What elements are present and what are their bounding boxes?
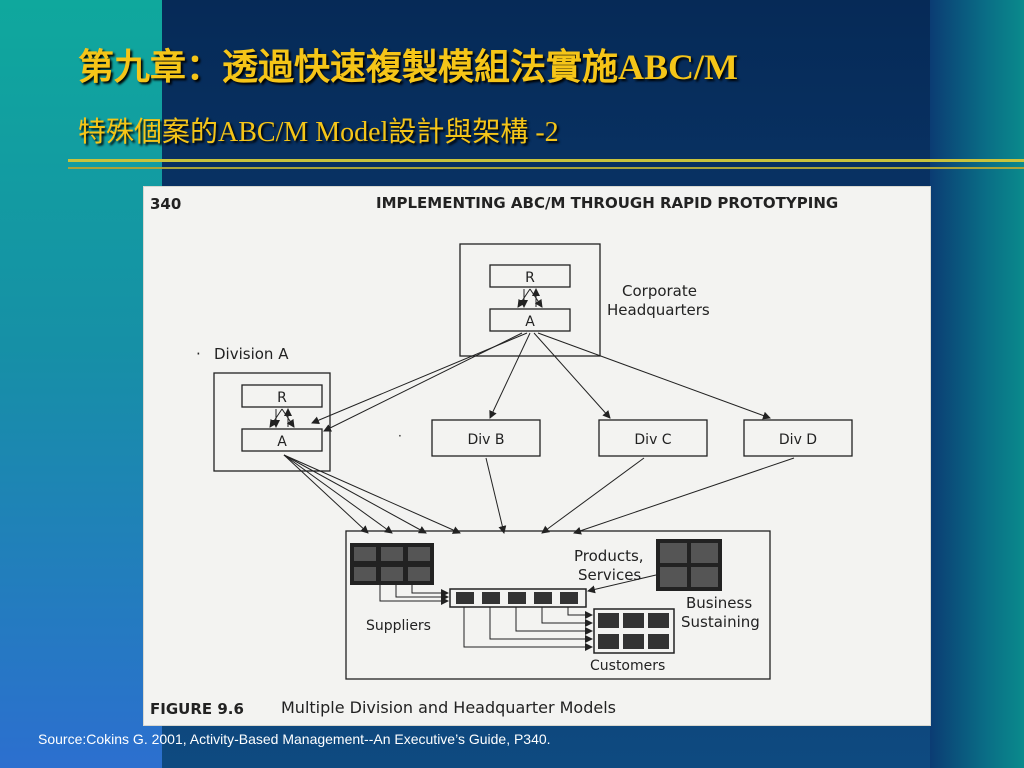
figure-caption-label: FIGURE 9.6 [150,700,244,718]
diva-to-bottom-arrow-4 [283,454,461,534]
suppliers-to-strip-arrow-3 [411,585,449,597]
products-label-line1: Products, [574,547,644,565]
figure-caption-text: Multiple Division and Headquarter Models [281,698,616,717]
corporate-a-box [489,308,571,332]
suppliers-to-strip-arrow-1 [379,585,449,605]
division-a-a-box [241,428,323,452]
slide-subtitle: 特殊個案的ABC/M Model設計與架構 -2 [78,117,559,148]
page-number: 340 [150,195,181,213]
corporate-r-box [489,264,571,288]
slide-title: 第九章：透過快速複製模組法實施ABC/M [78,47,738,87]
figure-scan: 340 IMPLEMENTING ABC/M THROUGH RAPID PRO… [143,186,931,726]
business-label-line1: Business [686,594,752,612]
division-a-bullet: · [196,345,201,363]
diva-cross-arrow-2 [281,408,295,428]
diva-to-bottom-arrow-3 [283,454,427,534]
activity-strip [449,588,587,608]
div-b-box [431,419,541,457]
strip-to-customers-arrow-2 [489,607,593,643]
divd-to-bottom-arrow [573,457,795,535]
division-a-box [213,372,331,472]
div-d-label: Div D [779,432,817,448]
div-d-box [743,419,853,457]
division-a-label: Division A [214,345,289,363]
div-c-label: Div C [634,432,671,448]
diva-to-bottom-arrow-2 [283,454,393,534]
corporate-r-label: R [525,270,535,286]
suppliers-block [350,543,434,585]
figure-header: IMPLEMENTING ABC/M THROUGH RAPID PROTOTY… [376,194,838,212]
strip-to-customers-arrow-1 [463,607,593,651]
divb-to-bottom-arrow [485,457,507,534]
business-label-line2: Sustaining [681,613,760,631]
products-to-strip-arrow [587,574,657,594]
suppliers-to-strip-arrow-2 [395,585,449,601]
diva-cross-arrow-1 [269,408,283,428]
title-rule-top [68,159,1024,162]
corp-cross-arrow-2 [529,288,543,308]
corporate-hq-box [459,243,601,357]
customers-block [593,608,675,654]
right-decorative-band [930,0,1024,768]
div-c-box [598,419,708,457]
div-b-label: Div B [467,432,504,448]
division-a-r-label: R [277,390,287,406]
products-label-line2: Services [578,566,641,584]
shared-objects-box [345,530,771,680]
hq-to-divb-arrow [489,332,531,419]
corporate-label-line1: Corporate [622,282,697,300]
diva-to-bottom-arrow-1 [283,454,369,534]
hq-to-divc-arrow [533,332,611,419]
left-decorative-band [0,0,162,768]
strip-to-customers-arrow-3 [515,607,593,635]
hq-to-diva-arrow-2 [323,332,523,432]
source-citation: Source:Cokins G. 2001, Activity-Based Ma… [38,731,551,747]
division-a-r-box [241,384,323,408]
divc-to-bottom-arrow [541,457,645,534]
stray-mark: · [398,429,402,443]
corporate-label-line2: Headquarters [607,301,710,319]
hq-to-divd-arrow [537,332,771,420]
strip-to-customers-arrow-4 [541,607,593,627]
strip-to-customers-arrow-5 [567,607,593,619]
corporate-a-label: A [525,314,535,330]
division-a-a-label: A [277,434,287,450]
products-block [656,539,722,591]
corp-cross-arrow-1 [517,288,531,308]
suppliers-label: Suppliers [366,618,431,634]
title-rule-bottom [68,167,1024,169]
abcm-model-diagram: 340 IMPLEMENTING ABC/M THROUGH RAPID PRO… [150,194,853,718]
customers-label: Customers [590,658,665,674]
